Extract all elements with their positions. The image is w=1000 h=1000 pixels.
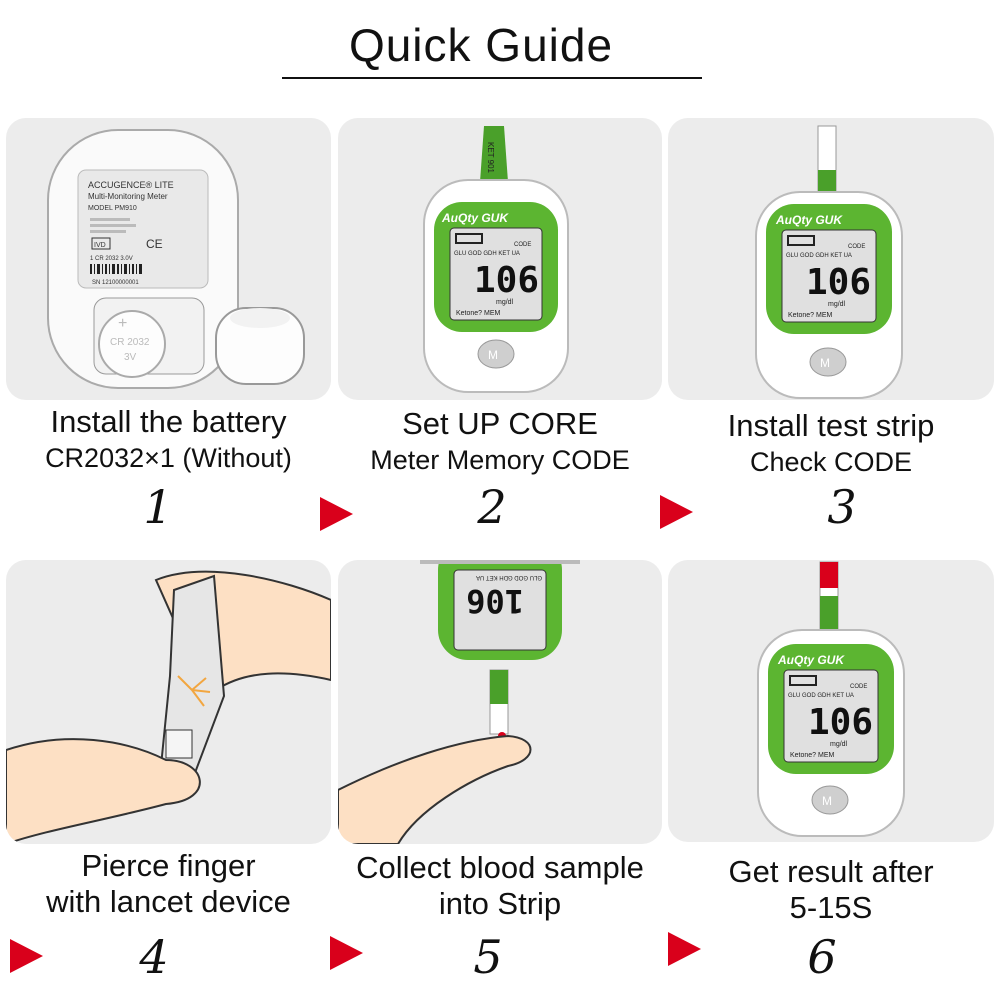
step-2-line2: Meter Memory CODE (370, 445, 630, 475)
step-2-number: 2 (477, 480, 507, 534)
panel-step-4 (6, 560, 331, 844)
battery-back-product: Multi-Monitoring Meter (88, 192, 168, 201)
svg-text:GLU GOD GDH KET UA: GLU GOD GDH KET UA (476, 574, 542, 580)
svg-text:GLU GOD GDH KET UA: GLU GOD GDH KET UA (788, 693, 854, 699)
step-3-line2: Check CODE (749, 447, 913, 477)
svg-text:mg/dl: mg/dl (830, 741, 848, 748)
step-6-line2: 5-15S (789, 890, 873, 925)
svg-text:M: M (820, 356, 830, 370)
step-1-caption: Install the battery CR2032×1 (Without) (6, 404, 331, 476)
svg-text:Ketone? MEM: Ketone? MEM (790, 752, 835, 759)
mode-labels: GLU GOD GDH KET UA (454, 251, 520, 257)
step-4-number: 4 (139, 930, 169, 984)
step-1-number: 1 (143, 480, 173, 534)
blood-sample-illustration: 106 GLU GOD GDH KET UA AuQty GUK (338, 560, 580, 844)
step-5-line2: into Strip (438, 886, 562, 921)
meter-result-illustration: AuQty GUK CODE GLU GOD GDH KET UA 106 mg… (757, 561, 905, 837)
panel-step-6: AuQty GUK CODE GLU GOD GDH KET UA 106 mg… (668, 560, 994, 842)
step-4-line2: with lancet device (46, 884, 291, 919)
page-title: Quick Guide (348, 19, 614, 71)
step-5-arrow (330, 936, 363, 970)
svg-text:+: + (118, 315, 127, 332)
battery-back-model: MODEL PM910 (88, 205, 137, 212)
barcode (90, 264, 142, 274)
step-2-arrow (320, 497, 353, 531)
battery-back-brand: ACCUGENCE® LITE (88, 180, 174, 190)
panel-step-2: KET 901 AuQty GUK CODE GLU GOD GDH KET U… (338, 118, 662, 400)
lancet-illustration (6, 570, 331, 844)
step-2-line1: Set UP CORE (402, 406, 598, 441)
ivd-mark: IVD (94, 242, 106, 249)
meter-strip-illustration: AuQty GUK CODE GLU GOD GDH KET UA 106 mg… (755, 125, 903, 399)
svg-text:AuQty GUK: AuQty GUK (775, 213, 843, 227)
step-5-number: 5 (473, 930, 503, 984)
coin-battery-label: CR 2032 (110, 337, 150, 348)
step-5-line1: Collect blood sample (356, 850, 644, 885)
panel-step-3: AuQty GUK CODE GLU GOD GDH KET UA 106 mg… (668, 118, 994, 400)
svg-text:CODE: CODE (848, 244, 865, 250)
panel-step-5: 106 GLU GOD GDH KET UA AuQty GUK (338, 560, 662, 844)
step-2-caption: Set UP CORE Meter Memory CODE (338, 406, 662, 478)
svg-text:106: 106 (466, 582, 524, 620)
step-1-line2: CR2032×1 (Without) (45, 443, 292, 473)
panel-step-1: ACCUGENCE® LITE Multi-Monitoring Meter M… (6, 118, 331, 400)
svg-text:GLU GOD GDH KET UA: GLU GOD GDH KET UA (786, 253, 852, 259)
coin-battery (98, 310, 166, 378)
meter-code-illustration: KET 901 AuQty GUK CODE GLU GOD GDH KET U… (423, 126, 569, 393)
step-6-number: 6 (807, 930, 837, 984)
step-6-line1: Get result after (728, 854, 934, 889)
svg-text:106: 106 (806, 262, 871, 303)
ce-mark: CE (146, 237, 163, 251)
step-3-line1: Install test strip (727, 408, 935, 443)
meter-footer: Ketone? MEM (456, 310, 501, 317)
step-6-arrow (668, 932, 701, 966)
svg-text:M: M (488, 348, 498, 362)
svg-text:M: M (822, 794, 832, 808)
step-1-line1: Install the battery (50, 404, 287, 439)
code-strip-label: KET 901 (486, 142, 495, 174)
meter-reading: 106 (474, 260, 539, 301)
battery-spec-label: 1 CR 2032 3.0V (90, 256, 133, 262)
step-3-caption: Install test strip Check CODE (668, 408, 994, 480)
step-4-line1: Pierce finger (81, 848, 256, 883)
step-4-caption: Pierce finger with lancet device (6, 848, 331, 920)
coin-battery-volt: 3V (124, 352, 137, 363)
step-3-number: 3 (827, 480, 857, 534)
step-3-arrow (660, 495, 693, 529)
serial-number: SN 12100000001 (92, 280, 139, 286)
meter-unit: mg/dl (496, 299, 514, 306)
battery-back-illustration: ACCUGENCE® LITE Multi-Monitoring Meter M… (47, 129, 305, 389)
svg-text:mg/dl: mg/dl (828, 301, 846, 308)
svg-text:CODE: CODE (850, 684, 867, 690)
title-underline (282, 77, 702, 79)
code-label: CODE (514, 242, 531, 248)
meter-brand: AuQty GUK (441, 211, 509, 225)
result-reading: 106 (808, 702, 873, 743)
svg-text:AuQty GUK: AuQty GUK (777, 653, 845, 667)
step-5-caption: Collect blood sample into Strip (338, 850, 662, 922)
step-6-caption: Get result after 5-15S (668, 854, 994, 926)
step-4-arrow (10, 939, 43, 973)
svg-text:Ketone? MEM: Ketone? MEM (788, 312, 833, 319)
